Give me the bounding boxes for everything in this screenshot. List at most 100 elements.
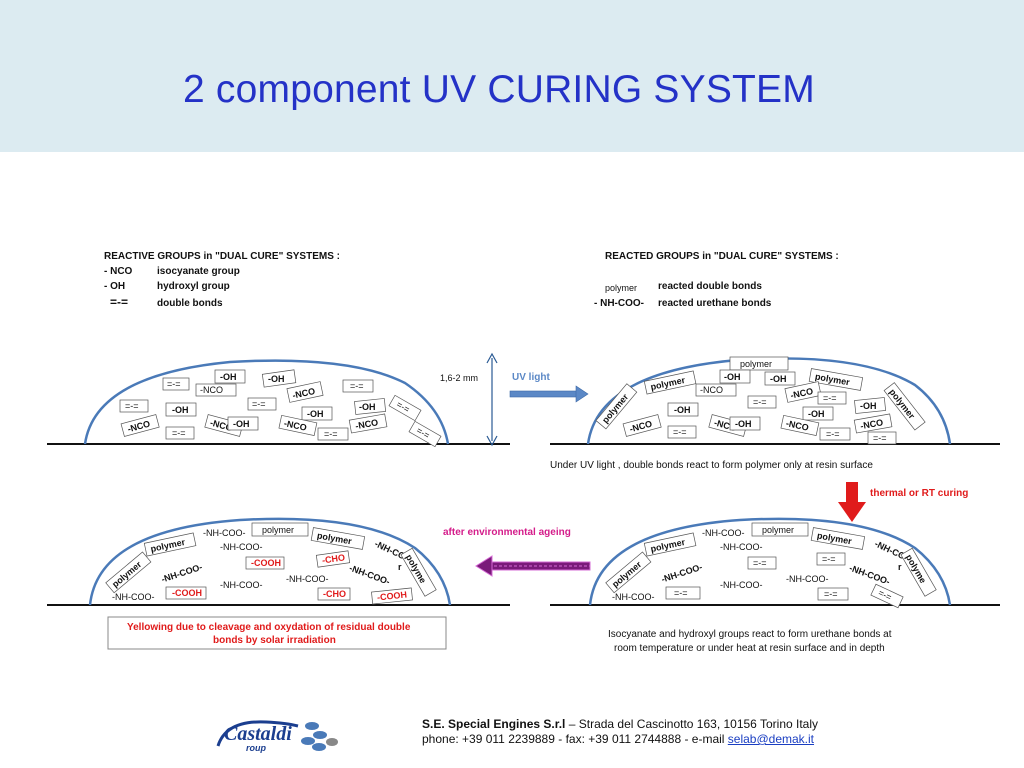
box-double-bond: =-= (747, 395, 777, 409)
box-oh: -OH (354, 398, 387, 415)
box-nco: -NCO (286, 381, 324, 403)
legend-urethane-symbol: - NH-COO- (594, 298, 644, 309)
svg-text:-NH-COO-: -NH-COO- (702, 528, 745, 538)
header-band (0, 0, 1024, 152)
svg-text:=-=: =-= (324, 429, 338, 439)
box-polymer: polyme (900, 547, 937, 597)
box-double-bond: =-= (747, 556, 777, 570)
uv-cured-groups: polymer polymer polymer polymer polymer … (595, 356, 926, 445)
uv-arrow (509, 385, 589, 403)
iso-caption-line1: Isocyanate and hydroxyl groups react to … (608, 629, 892, 640)
svg-text:polymer: polymer (887, 387, 917, 421)
svg-text:-NCO: -NCO (700, 385, 723, 395)
svg-text:-NH-COO-: -NH-COO- (660, 562, 704, 585)
legend-nco-symbol: - NCO (104, 266, 133, 277)
svg-text:roup: roup (246, 743, 266, 753)
svg-text:-NH-COO-: -NH-COO- (786, 574, 829, 584)
box-double-bond: =-= (247, 397, 277, 411)
dome-aged (47, 517, 510, 606)
box-double-bond: =-= (870, 583, 904, 609)
svg-text:-CHO: -CHO (321, 552, 345, 565)
svg-text:-NCO: -NCO (355, 417, 379, 431)
thermal-arrow (838, 482, 866, 522)
svg-text:-NH-COO-: -NH-COO- (286, 574, 329, 584)
box-nco: -NCO (695, 383, 737, 397)
legend-oh-symbol: - OH (104, 281, 126, 292)
box-polymer: polymer (643, 370, 697, 395)
right-heading: REACTED GROUPS in "DUAL CURE" SYSTEMS : (605, 251, 839, 262)
svg-text:polymer: polymer (110, 559, 144, 589)
box-oh: -OH (719, 369, 751, 384)
legend-polymer-symbol: polymer (605, 283, 638, 293)
box-polymer: polymer (810, 527, 866, 550)
uncured-groups: =-= -OH -OH -NCO -NCO =-= =-= -OH =-= -O… (119, 369, 442, 448)
svg-text:-OH: -OH (860, 401, 877, 411)
svg-text:-NCO: -NCO (860, 417, 884, 431)
box-double-bond: =-= (162, 377, 190, 391)
box-cooh: -COOH (165, 586, 207, 600)
box-polymer: polymer (643, 532, 697, 557)
svg-text:=-=: =-= (822, 554, 836, 564)
svg-text:-OH: -OH (808, 409, 825, 419)
box-polymer: polymer (251, 522, 309, 537)
box-double-bond: =-= (817, 587, 849, 601)
box-cooh: -COOH (371, 587, 413, 605)
box-nco: -NCO (780, 414, 820, 437)
svg-text:polymer: polymer (740, 359, 772, 369)
svg-text:polymer: polymer (610, 559, 644, 589)
svg-text:polymer: polymer (762, 525, 794, 535)
castaldi-logo-graphic: Castaldi roup (216, 720, 338, 753)
box-oh: -OH (802, 406, 834, 421)
box-oh: -OH (301, 406, 333, 421)
box-double-bond: =-= (408, 420, 442, 448)
box-nco: -NCO (278, 414, 318, 437)
svg-text:-COOH: -COOH (251, 558, 281, 568)
box-double-bond: =-= (867, 431, 897, 445)
svg-text:=-=: =-= (753, 397, 767, 407)
svg-text:=-=: =-= (823, 393, 837, 403)
svg-text:-OH: -OH (359, 402, 376, 412)
box-double-bond: =-= (819, 427, 851, 441)
svg-text:-NH-COO-: -NH-COO- (720, 580, 763, 590)
box-oh: -OH (214, 369, 246, 384)
svg-text:-NCO: -NCO (283, 418, 308, 433)
resin-dome (88, 517, 452, 606)
legend-oh-text: hydroxyl group (157, 281, 230, 292)
svg-text:r: r (898, 562, 902, 572)
uv-caption: Under UV light , double bonds react to f… (550, 460, 873, 471)
svg-text:-NH-COO-: -NH-COO- (220, 542, 263, 552)
svg-text:-OH: -OH (233, 419, 250, 429)
box-cho: -CHO (317, 587, 351, 601)
box-cho: -CHO (315, 550, 351, 568)
box-cooh: -COOH (245, 556, 285, 570)
svg-text:-NH-COO-: -NH-COO- (720, 542, 763, 552)
svg-text:-NH-COO-: -NH-COO- (348, 563, 391, 587)
box-double-bond: =-= (388, 394, 422, 422)
svg-text:-OH: -OH (735, 419, 752, 429)
box-polymer: polymer (143, 532, 197, 557)
box-nco: -NCO (195, 383, 237, 397)
footer-email-link[interactable]: selab@demak.it (727, 732, 815, 746)
svg-text:-OH: -OH (770, 374, 787, 384)
footer-address: Strada del Cascinotto 163, 10156 Torino … (578, 717, 819, 731)
svg-text:=-=: =-= (167, 379, 181, 389)
box-nco: -NCO (784, 381, 822, 403)
ageing-label: after environmental ageing (443, 527, 571, 538)
yellowing-line1: Yellowing due to cleavage and oxydation … (127, 622, 411, 633)
box-nco: -NCO (853, 413, 893, 434)
svg-text:-OH: -OH (724, 372, 741, 382)
footer-contact-line: phone: +39 011 2239889 - fax: +39 011 27… (422, 732, 814, 746)
svg-text:=-=: =-= (673, 427, 687, 437)
slide-title: 2 component UV CURING SYSTEM (183, 68, 815, 111)
ageing-arrow (475, 555, 591, 577)
uv-light-label: UV light (512, 372, 550, 383)
castaldi-logo: Castaldi roup (216, 716, 342, 756)
box-polymer: polymer (808, 368, 864, 391)
box-oh: -OH (729, 416, 761, 431)
svg-text:-NCO: -NCO (200, 385, 223, 395)
yellowing-line2: bonds by solar irradiation (213, 635, 336, 646)
box-double-bond: =-= (816, 552, 846, 566)
svg-text:-NH-COO-: -NH-COO- (160, 562, 204, 585)
footer-dash: – (565, 717, 579, 731)
svg-text:-OH: -OH (674, 405, 691, 415)
